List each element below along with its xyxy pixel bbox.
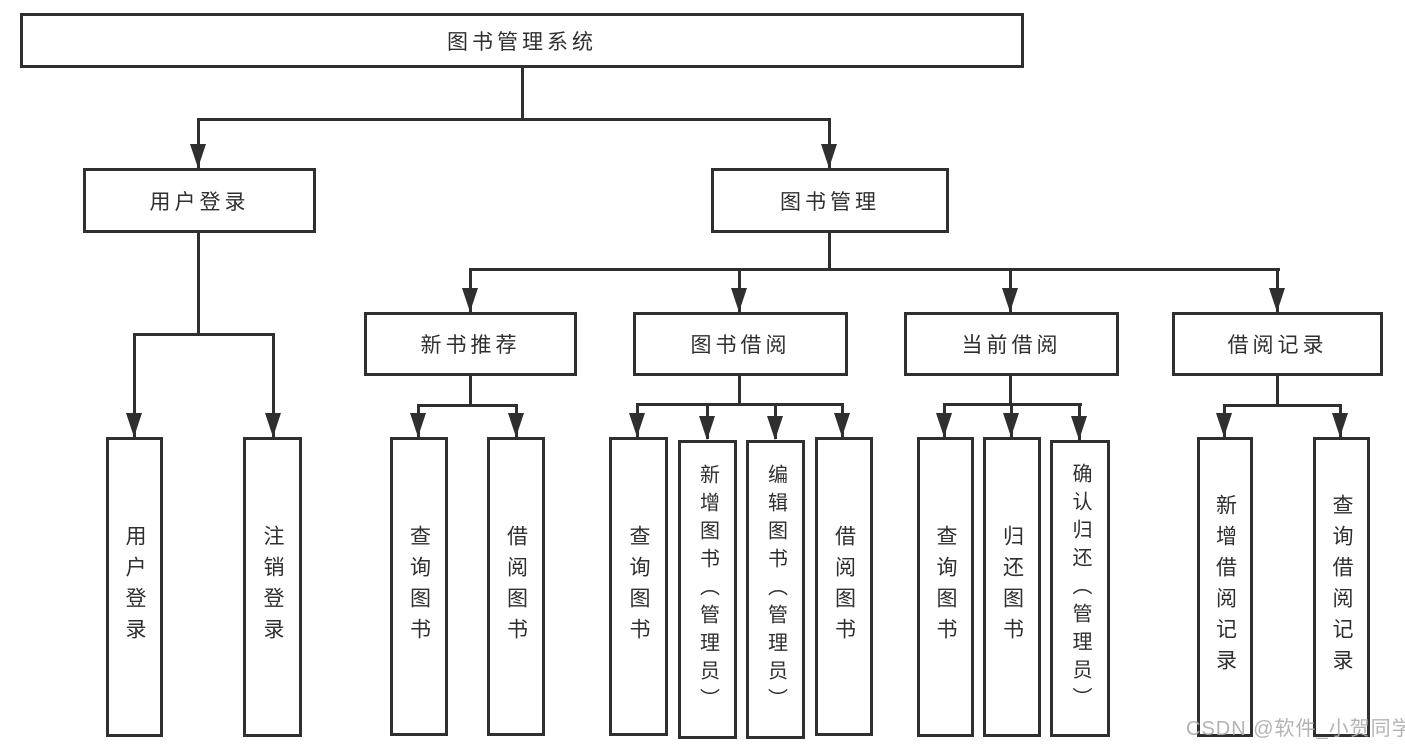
leaf-add-borrow-record: 新增借阅记录 (1197, 437, 1253, 737)
node-new-book-recommend: 新书推荐 (364, 312, 577, 376)
node-borrow-record-label: 借阅记录 (1227, 334, 1328, 357)
connector-line (417, 404, 518, 407)
node-book-borrow: 图书借阅 (633, 312, 848, 376)
arrowhead-down-icon (1269, 288, 1285, 312)
connector-line (1009, 376, 1012, 405)
connector-line (828, 118, 831, 168)
connector-line (636, 403, 844, 406)
leaf-return-book-label: 归还图书 (1000, 525, 1024, 649)
connector-line (133, 333, 275, 336)
connector-line (469, 268, 1280, 271)
connector-line (133, 333, 136, 437)
arrowhead-down-icon (936, 413, 952, 437)
node-borrow-record: 借阅记录 (1172, 312, 1383, 376)
node-user-login: 用户登录 (83, 168, 316, 233)
leaf-edit-book-admin: 编辑图书（管理员） (746, 440, 805, 739)
leaf-borrow-query-book-label: 查询图书 (627, 524, 650, 649)
node-user-login-label: 用户登录 (149, 190, 250, 214)
arrowhead-down-icon (767, 416, 783, 440)
leaf-add-borrow-record-label: 新增借阅记录 (1213, 494, 1237, 680)
connector-line (521, 68, 524, 120)
connector-line (197, 233, 200, 335)
connector-line (272, 333, 275, 437)
leaf-borrow-query-book: 查询图书 (609, 437, 668, 736)
node-system-root: 图书管理系统 (20, 13, 1024, 68)
arrowhead-down-icon (834, 413, 850, 437)
leaf-recommend-borrow-book-label: 借阅图书 (504, 524, 528, 649)
arrowhead-down-icon (508, 413, 524, 437)
connector-line (1223, 404, 1342, 407)
leaf-query-borrow-record: 查询借阅记录 (1313, 437, 1370, 737)
arrowhead-down-icon (699, 416, 715, 440)
leaf-confirm-return-admin: 确认归还（管理员） (1050, 440, 1110, 737)
node-book-management-label: 图书管理 (780, 190, 880, 214)
leaf-query-borrow-record-label: 查询借阅记录 (1330, 494, 1353, 680)
leaf-logout: 注销登录 (243, 437, 302, 737)
connector-line (1276, 376, 1279, 406)
arrowhead-down-icon (126, 413, 142, 437)
leaf-add-book-admin: 新增图书（管理员） (678, 440, 737, 739)
leaf-confirm-return-admin-label: 确认归还（管理员） (1069, 462, 1091, 715)
leaf-return-book: 归还图书 (983, 437, 1041, 737)
arrowhead-down-icon (410, 413, 426, 437)
node-book-borrow-label: 图书借阅 (690, 334, 791, 357)
leaf-add-book-admin-label: 新增图书（管理员） (696, 463, 719, 716)
arrowhead-down-icon (1002, 288, 1018, 312)
arrowhead-down-icon (265, 413, 281, 437)
node-new-book-recommend-label: 新书推荐 (420, 334, 521, 357)
csdn-watermark: CSDN @软件_小贺同学 (1186, 718, 1405, 740)
leaf-recommend-borrow-book: 借阅图书 (487, 437, 545, 736)
arrowhead-down-icon (1003, 413, 1019, 437)
leaf-current-query-book: 查询图书 (917, 437, 974, 737)
node-book-management: 图书管理 (711, 168, 949, 233)
leaf-current-query-book-label: 查询图书 (934, 525, 957, 649)
leaf-borrow-book-label: 借阅图书 (832, 524, 856, 649)
arrowhead-down-icon (1216, 413, 1232, 437)
arrowhead-down-icon (1071, 416, 1087, 440)
connector-line (197, 118, 200, 168)
leaf-edit-book-admin-label: 编辑图书（管理员） (764, 463, 787, 716)
arrowhead-down-icon (190, 144, 206, 168)
leaf-recommend-query-book: 查询图书 (390, 437, 448, 736)
node-current-borrow: 当前借阅 (904, 312, 1119, 376)
leaf-borrow-book: 借阅图书 (815, 437, 873, 736)
arrowhead-down-icon (821, 144, 837, 168)
leaf-user-login-label: 用户登录 (123, 525, 146, 649)
node-current-borrow-label: 当前借阅 (961, 334, 1062, 357)
node-system-root-label: 图书管理系统 (447, 30, 597, 54)
leaf-logout-label: 注销登录 (261, 525, 284, 649)
arrowhead-down-icon (1332, 413, 1348, 437)
arrowhead-down-icon (462, 288, 478, 312)
arrowhead-down-icon (629, 413, 645, 437)
connector-line (197, 118, 831, 121)
leaf-recommend-query-book-label: 查询图书 (407, 524, 431, 649)
leaf-user-login: 用户登录 (106, 437, 163, 737)
connector-line (738, 376, 741, 405)
connector-line (469, 376, 472, 406)
arrowhead-down-icon (731, 288, 747, 312)
connector-line (828, 233, 831, 269)
